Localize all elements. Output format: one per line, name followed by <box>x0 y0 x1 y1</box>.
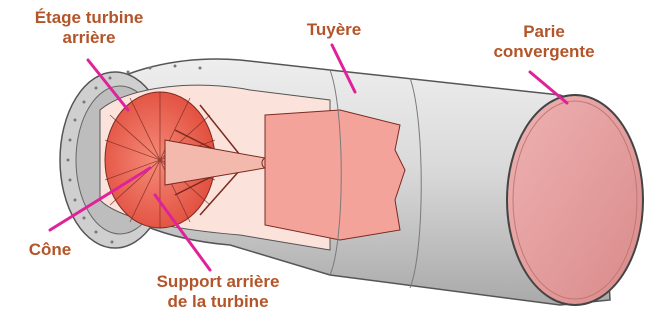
label-tuyere-text: Tuyère <box>286 20 382 40</box>
label-cone: Cône <box>10 240 90 260</box>
label-tuyere: Tuyère <box>286 20 382 40</box>
label-parie-convergente: Parie convergente <box>458 22 630 62</box>
label-etage-line1: Étage turbine <box>4 8 174 28</box>
convergent-exit <box>507 95 643 305</box>
label-parie-line1: Parie <box>458 22 630 42</box>
label-cone-text: Cône <box>10 240 90 260</box>
label-etage-line2: arrière <box>4 28 174 48</box>
label-support-arriere: Support arrière de la turbine <box>118 272 318 312</box>
label-parie-line2: convergente <box>458 42 630 62</box>
label-support-line2: de la turbine <box>118 292 318 312</box>
label-etage-turbine: Étage turbine arrière <box>4 8 174 48</box>
label-support-line1: Support arrière <box>118 272 318 292</box>
nozzle-duct <box>265 110 405 240</box>
